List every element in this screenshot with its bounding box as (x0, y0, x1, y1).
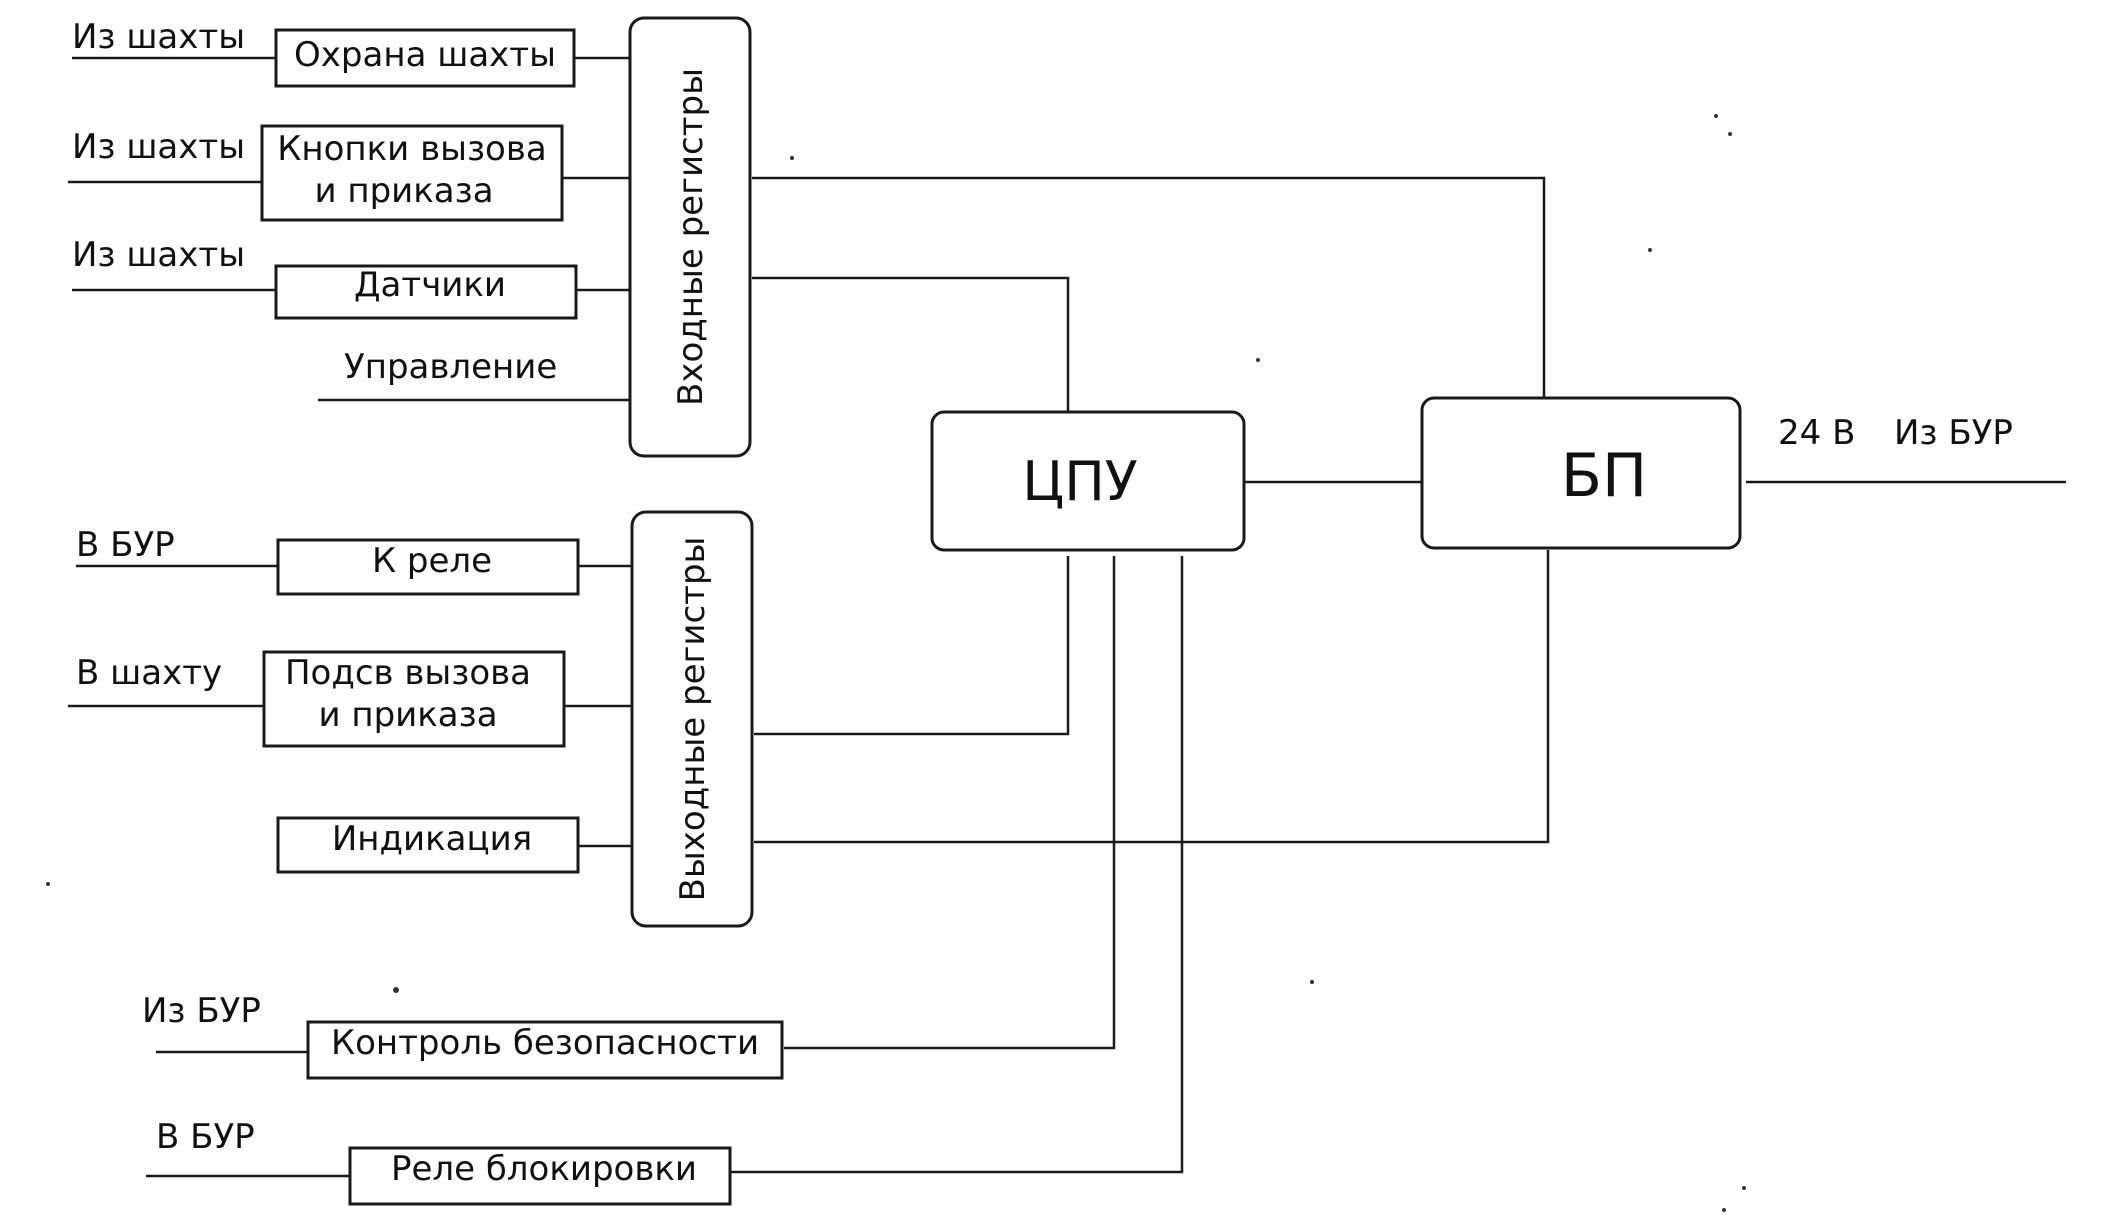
safety-box (306, 1020, 784, 1080)
okhrana-box (274, 28, 576, 88)
rele-label: К реле (372, 541, 492, 581)
psu-box (1420, 396, 1742, 550)
speck (1742, 1186, 1746, 1190)
knopki-box (260, 124, 564, 222)
safety-label: Контроль безопасности (331, 1023, 759, 1063)
blocking-section: В БУР Реле блокировки (156, 1117, 732, 1206)
knopki-label-line2: и приказа (314, 171, 493, 211)
okhrana-source-label: Из шахты (72, 17, 245, 57)
datchiki-source-label: Из шахты (72, 235, 245, 275)
speck (1722, 1208, 1726, 1212)
rele-box (276, 538, 580, 596)
wire-cpu-outreg (754, 556, 1070, 736)
psu-label: БП (1561, 441, 1647, 511)
output-section: В БУР К реле В шахту Подсв вызова и прик… (76, 510, 754, 928)
knopki-source-label: Из шахты (72, 127, 245, 167)
wire-inreg-bp (752, 176, 1546, 398)
datchiki-label: Датчики (354, 265, 506, 305)
podsv-label-line2: и приказа (318, 695, 497, 735)
speck (393, 987, 399, 993)
wire-bp-outreg (754, 550, 1550, 844)
safety-section: Из БУР Контроль безопасности (142, 991, 784, 1080)
speck (1728, 132, 1732, 136)
cpu-box (930, 410, 1246, 552)
connection-lines (68, 56, 2066, 1178)
podsv-dest-label: В шахту (76, 653, 222, 693)
podsv-box (262, 650, 566, 748)
blocking-box (348, 1146, 732, 1206)
output-registers-label: Выходные регистры (673, 537, 713, 902)
psu-section: БП 24 В Из БУР (1420, 396, 2013, 550)
okhrana-label: Охрана шахты (294, 35, 556, 75)
cpu-label: ЦПУ (1022, 450, 1137, 513)
upravlenie-label: Управление (344, 347, 557, 387)
input-registers-box (628, 16, 752, 458)
output-registers-box (630, 510, 754, 928)
scan-specks (46, 114, 1746, 1212)
wire-inreg-cpu (752, 276, 1070, 412)
safety-source-label: Из БУР (142, 991, 261, 1031)
blocking-label: Реле блокировки (391, 1149, 697, 1189)
wire-cpu-blocking (730, 556, 1184, 1174)
indikatsiya-box (276, 816, 580, 874)
speck (1310, 980, 1314, 984)
knopki-label-line1: Кнопки вызова (277, 129, 546, 169)
rele-dest-label: В БУР (76, 525, 175, 565)
input-section: Из шахты Охрана шахты Из шахты Кнопки вы… (72, 16, 752, 458)
input-registers-label: Входные регистры (671, 68, 711, 406)
speck (790, 156, 794, 160)
speck (1648, 248, 1652, 252)
cpu-section: ЦПУ (930, 410, 1246, 552)
wire-cpu-safety (784, 556, 1116, 1050)
datchiki-box (274, 264, 578, 320)
psu-source-label: Из БУР (1894, 413, 2013, 453)
podsv-label-line1: Подсв вызова (285, 653, 531, 693)
speck (1714, 114, 1718, 118)
psu-voltage-label: 24 В (1778, 413, 1855, 453)
speck (1256, 358, 1260, 362)
indikatsiya-label: Индикация (332, 819, 532, 859)
speck (46, 882, 50, 886)
blocking-dest-label: В БУР (156, 1117, 255, 1157)
